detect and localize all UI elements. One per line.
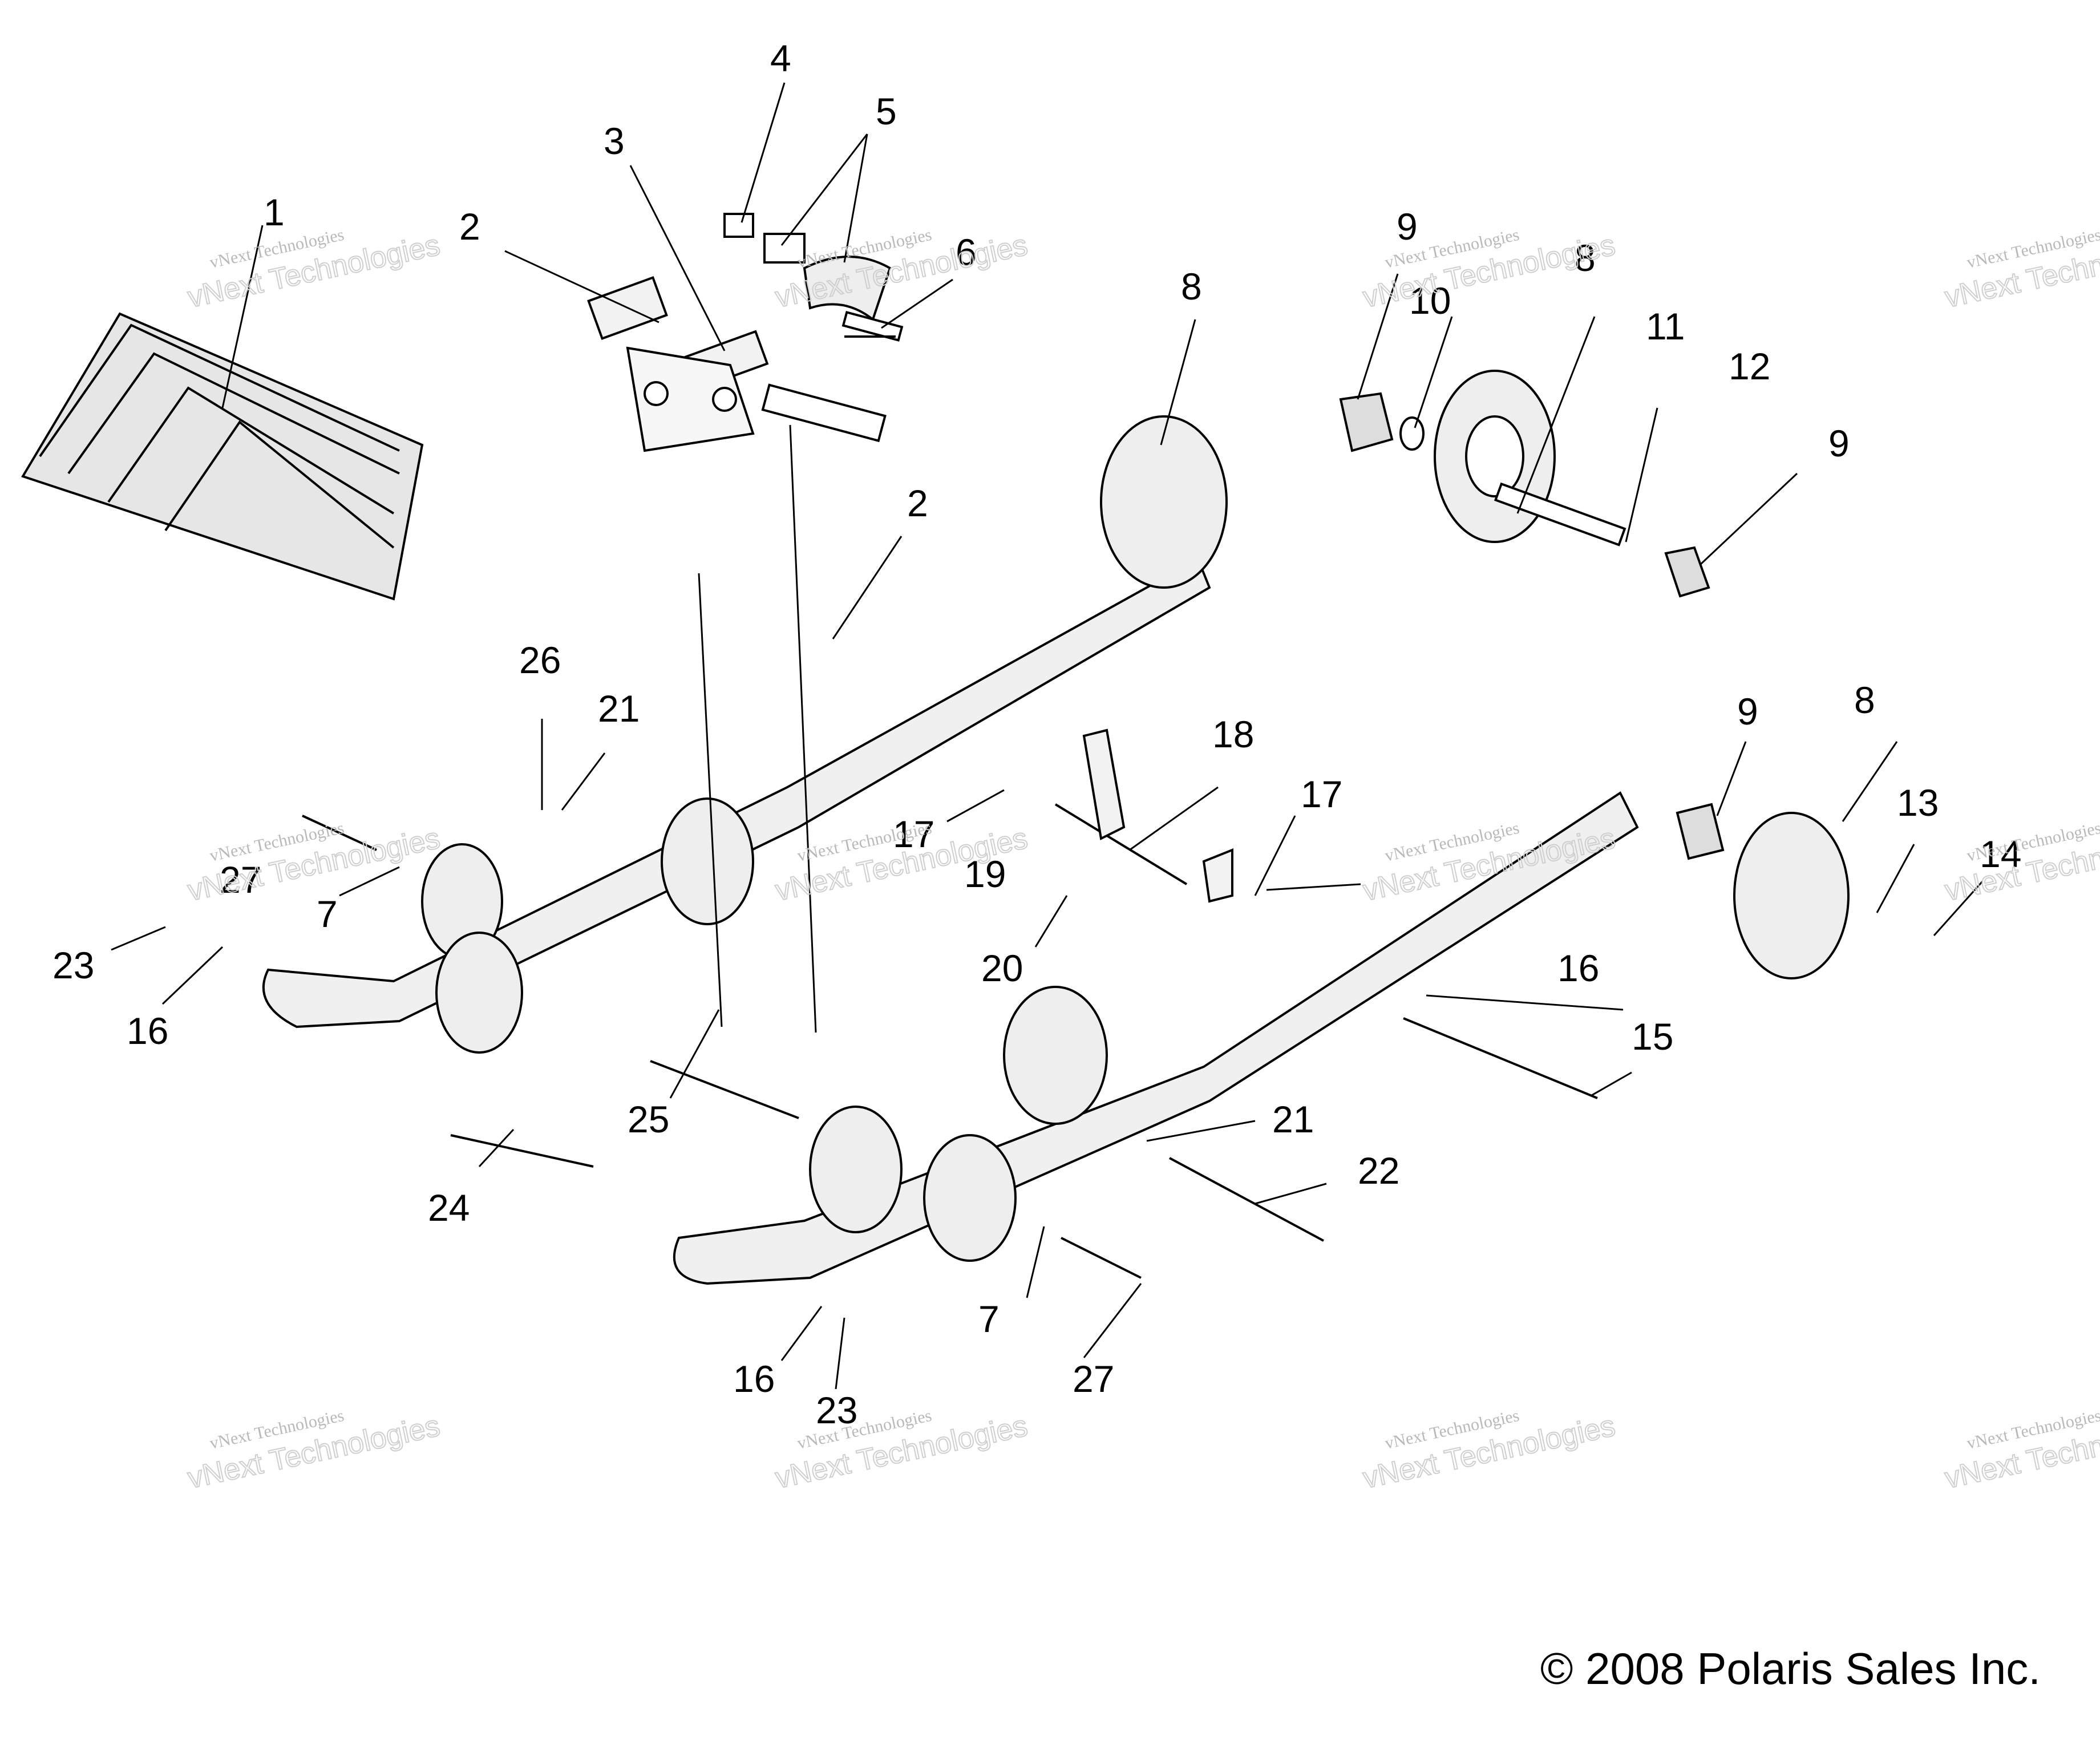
callout-21: 21 — [598, 687, 640, 730]
callout-19: 19 — [964, 853, 1006, 895]
callout-5: 5 — [876, 90, 897, 132]
callout-1: 1 — [264, 191, 285, 233]
callout-26: 26 — [519, 639, 561, 681]
copyright-notice: © 2008 Polaris Sales Inc. — [1540, 1643, 2041, 1694]
callout-25: 25 — [628, 1098, 669, 1140]
callout-27: 27 — [220, 859, 261, 901]
callout-2: 2 — [907, 482, 928, 524]
callout-9: 9 — [1828, 422, 1850, 464]
callout-7: 7 — [978, 1298, 1000, 1340]
callout-16: 16 — [127, 1010, 168, 1052]
callout-10: 10 — [1409, 280, 1451, 322]
callout-15: 15 — [1632, 1015, 1673, 1058]
callout-labels: 1 2 2 3 4 5 6 7 7 8 8 8 9 9 9 10 11 12 1… — [52, 37, 2021, 1431]
callout-23: 23 — [816, 1389, 857, 1431]
callout-17: 17 — [893, 813, 934, 855]
callout-23: 23 — [52, 944, 94, 986]
callout-16: 16 — [1557, 947, 1599, 989]
pins-and-bolts — [302, 335, 1598, 1279]
callout-17: 17 — [1301, 773, 1342, 815]
callout-2: 2 — [459, 205, 480, 248]
left-rail — [262, 415, 1228, 1054]
callout-14: 14 — [1980, 833, 2021, 875]
callout-12: 12 — [1729, 345, 1770, 387]
callout-9: 9 — [1737, 690, 1758, 732]
callout-21: 21 — [1272, 1098, 1314, 1140]
callout-7: 7 — [317, 893, 338, 935]
rear-axle-assembly — [1339, 370, 1710, 598]
callout-20: 20 — [981, 947, 1023, 989]
callout-4: 4 — [770, 37, 791, 79]
leader-lines — [111, 82, 1984, 1390]
callout-27: 27 — [1073, 1358, 1114, 1400]
callout-8: 8 — [1854, 679, 1875, 721]
callout-22: 22 — [1358, 1149, 1399, 1192]
callout-13: 13 — [1897, 782, 1939, 824]
callout-24: 24 — [428, 1187, 470, 1229]
track-illustration — [21, 312, 424, 601]
callout-9: 9 — [1397, 205, 1418, 248]
callout-8: 8 — [1575, 237, 1596, 279]
callout-16: 16 — [733, 1358, 775, 1400]
right-rail — [673, 791, 1850, 1285]
callout-8: 8 — [1181, 265, 1202, 307]
callout-18: 18 — [1212, 713, 1254, 755]
callout-6: 6 — [956, 231, 977, 273]
callout-3: 3 — [604, 120, 625, 162]
callout-11: 11 — [1646, 305, 1685, 347]
